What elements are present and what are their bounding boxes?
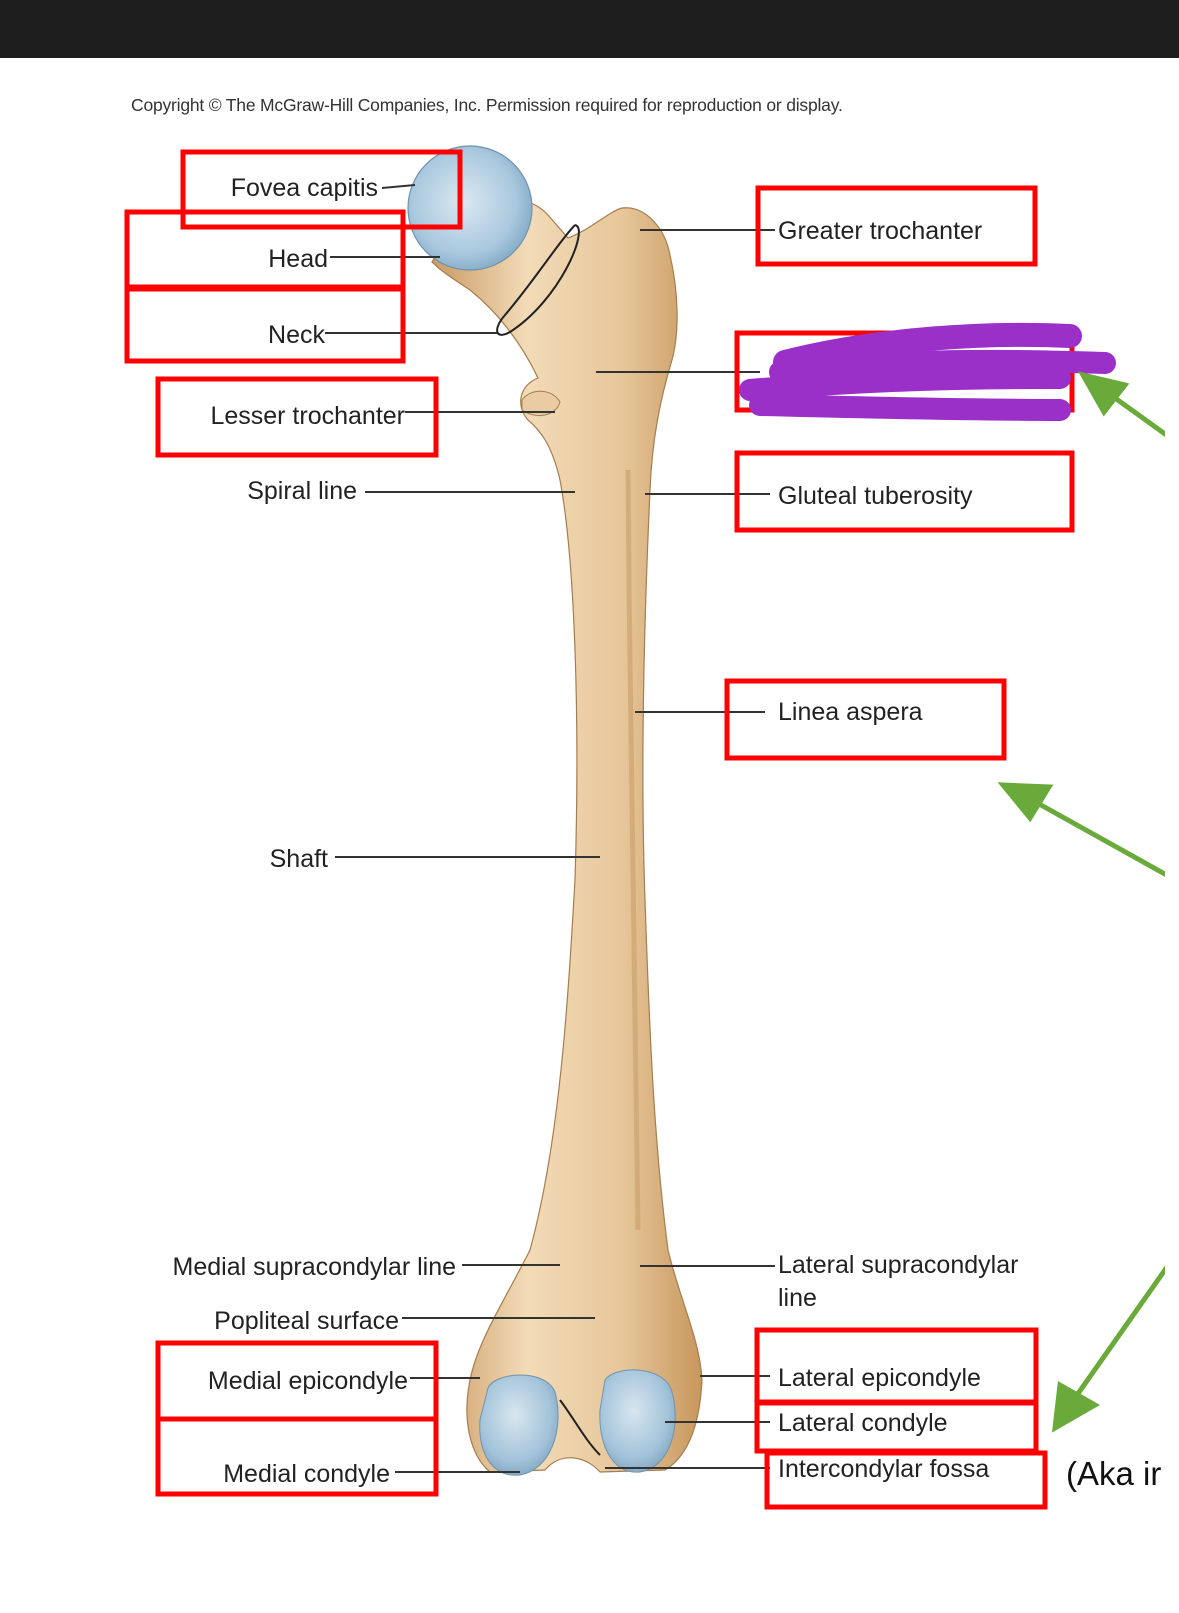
arrow-head-2 [997,782,1054,823]
label-lesser-trochanter: Lesser trochanter [210,402,405,430]
label-lateral-supracondylar-line-1: Lateral supracondylar [778,1251,1019,1279]
highlight-boxes [124,149,1075,1510]
femoral-head [407,145,533,271]
box-gluteal-tuberosity [734,450,1075,533]
femur-bone [431,199,703,1473]
label-spiral-line: Spiral line [247,477,357,505]
label-head: Head [268,245,328,273]
side-note-line-1: (Aka ir [1066,1455,1162,1492]
label-lateral-epicondyle: Lateral epicondyle [778,1364,981,1392]
label-shaft: Shaft [269,845,328,873]
label-lateral-supracondylar-line-2: line [778,1284,817,1312]
box-fovea-capitis [180,149,463,230]
label-gluteal-tuberosity: Gluteal tuberosity [778,482,973,510]
green-arrows [997,371,1179,1433]
box-lesser-trochanter [155,376,439,458]
arrow-head-3 [1051,1380,1101,1433]
box-linea-aspera [724,678,1007,761]
label-medial-epicondyle: Medial epicondyle [207,1367,408,1395]
copyright-notice: Copyright © The McGraw-Hill Companies, I… [131,95,843,115]
box-intercondylar-fossa [764,1450,1048,1510]
label-greater-trochanter: Greater trochanter [778,217,983,245]
label-linea-aspera: Linea aspera [778,698,923,726]
box-medial-condyle [155,1416,439,1497]
purple-scribble [739,322,1116,421]
label-medial-condyle: Medial condyle [223,1460,390,1488]
label-intercondylar-fossa: Intercondylar fossa [778,1455,990,1483]
label-lateral-condyle: Lateral condyle [778,1409,948,1437]
label-neck: Neck [268,321,325,349]
right-edge [1165,58,1179,1613]
label-popliteal-surface: Popliteal surface [214,1307,399,1335]
arrow-head-1 [1077,371,1130,417]
label-medial-supracondylar-line: Medial supracondylar line [172,1253,456,1281]
label-fovea-capitis: Fovea capitis [230,174,378,202]
medial-condyle-cartilage [479,1374,559,1476]
box-greater-trochanter [755,185,1038,267]
leader-lines [325,184,775,1473]
box-neck [124,286,406,364]
top-bar [0,0,1179,58]
lateral-condyle-cartilage [599,1369,676,1473]
